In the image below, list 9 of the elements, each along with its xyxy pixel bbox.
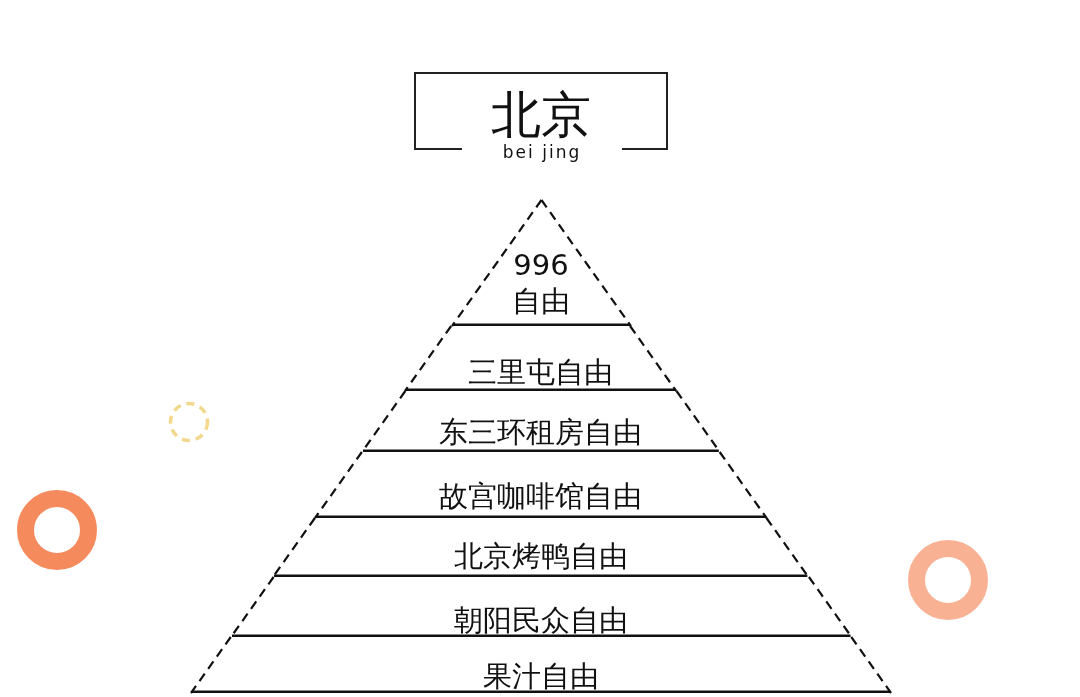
tier-label: 东三环租房自由 bbox=[439, 414, 643, 450]
tier-label: 朝阳民众自由 bbox=[454, 602, 628, 638]
title: 北京 bbox=[491, 85, 591, 144]
subtitle: bei jing bbox=[502, 142, 582, 162]
tier-label: 故宫咖啡馆自由 bbox=[439, 478, 643, 514]
tier-label: 996自由 bbox=[511, 247, 571, 319]
tier-label: 三里屯自由 bbox=[468, 354, 614, 390]
tier-label: 北京烤鸭自由 bbox=[454, 538, 628, 574]
tier-label: 果汁自由 bbox=[483, 658, 599, 694]
